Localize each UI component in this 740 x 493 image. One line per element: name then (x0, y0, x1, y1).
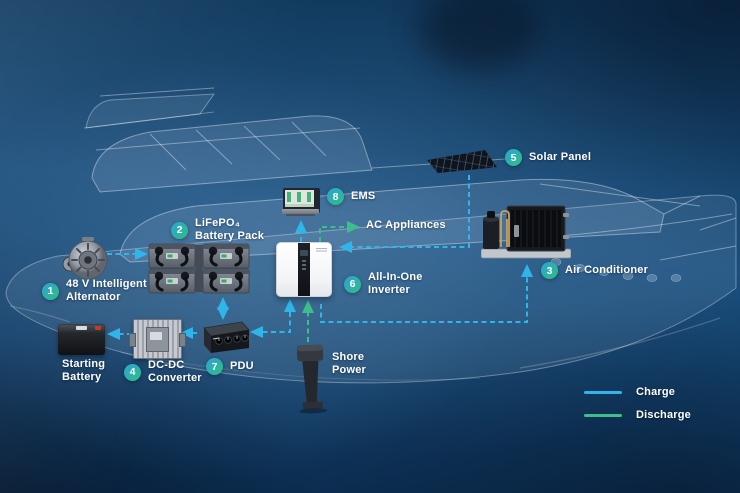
step-badge-4: 4 (124, 363, 141, 381)
background-shadow-shape (420, 0, 540, 70)
air-conditioner-image (481, 205, 571, 259)
label-ac-appliances: AC Appliances (366, 219, 446, 232)
label-inverter: 6 All-In-One Inverter (344, 271, 423, 297)
inverter-image (276, 242, 332, 297)
label-alternator-text: 48 V Intelligent Alternator (66, 278, 147, 303)
label-dcdc-converter: 4 DC-DC Converter (124, 359, 202, 385)
label-battery-pack: 2 LiFePO₄ Battery Pack (171, 217, 264, 243)
step-badge-5: 5 (505, 149, 522, 166)
porthole-row (550, 258, 682, 282)
discharge-line-swatch (584, 413, 622, 417)
legend-discharge: Discharge (584, 409, 691, 421)
label-dcdc-converter-text: DC-DC Converter (148, 359, 202, 384)
battery-pack-image (148, 242, 250, 295)
step-badge-3: 3 (541, 262, 558, 279)
discharge-label: Discharge (636, 409, 691, 421)
label-ems: 8 EMS (327, 188, 375, 205)
step-badge-6: 6 (344, 275, 361, 293)
flow-inverter-to-air-conditioner (320, 264, 533, 323)
step-badge-1: 1 (42, 282, 59, 300)
label-air-conditioner: 3 Air Conditioner (541, 262, 648, 279)
label-alternator: 1 48 V Intelligent Alternator (42, 278, 147, 304)
charge-label: Charge (636, 386, 676, 398)
label-ac-appliances-text: AC Appliances (366, 219, 446, 231)
flow-solar-to-inverter (339, 175, 470, 253)
label-air-conditioner-text: Air Conditioner (565, 264, 649, 276)
label-inverter-text: All-In-One Inverter (368, 271, 423, 296)
label-pdu-text: PDU (230, 360, 254, 372)
alternator-image (62, 237, 108, 280)
step-badge-2: 2 (171, 221, 188, 239)
starting-battery-image (58, 324, 105, 355)
ems-image (282, 188, 320, 218)
charge-line-swatch (584, 390, 622, 394)
label-shore-power: Shore Power (332, 351, 366, 377)
label-starting-battery: Starting Battery (62, 358, 105, 384)
flow-inverter-to-ac-appliances (319, 221, 360, 242)
label-shore-power-text: Shore Power (332, 351, 367, 376)
label-pdu: 7 PDU (206, 358, 254, 375)
label-battery-pack-text: LiFePO₄ Battery Pack (195, 217, 265, 242)
label-solar-panel: 5 Solar Panel (505, 149, 591, 166)
label-solar-panel-text: Solar Panel (529, 151, 592, 163)
step-badge-8: 8 (327, 188, 344, 205)
step-badge-7: 7 (206, 358, 223, 375)
legend-charge: Charge (584, 386, 675, 398)
label-starting-battery-text: Starting Battery (62, 358, 106, 383)
flow-inverter-pdu-branch (250, 299, 296, 338)
dcdc-converter-image (129, 319, 186, 359)
pdu-image (203, 321, 250, 353)
shore-power-image (296, 344, 328, 414)
label-ems-text: EMS (351, 190, 376, 202)
